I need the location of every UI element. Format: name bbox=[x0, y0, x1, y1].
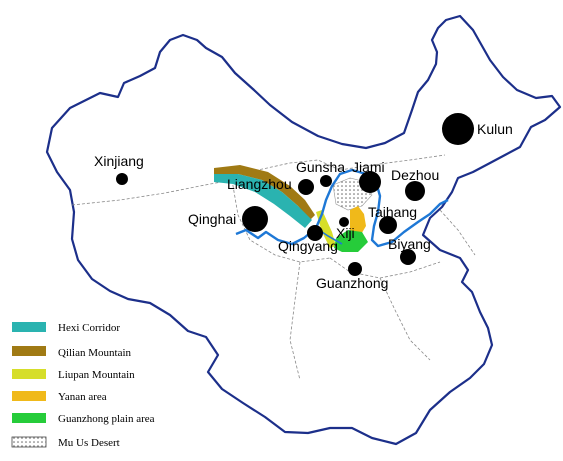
city-dot-kulun bbox=[442, 113, 474, 145]
city-dot-guanzhong bbox=[348, 262, 362, 276]
legend-label-yanan-area: Yanan area bbox=[58, 391, 107, 403]
internal-boundary bbox=[231, 179, 331, 263]
city-label-xinjiang: Xinjiang bbox=[94, 153, 144, 169]
legend-swatch-hexi-corridor bbox=[12, 322, 46, 332]
internal-boundary bbox=[439, 209, 476, 256]
city-dot-liangzhou bbox=[298, 179, 314, 195]
city-markers bbox=[116, 113, 474, 276]
yanan-area-region bbox=[350, 206, 366, 236]
legend-label-mu-us-desert: Mu Us Desert bbox=[58, 437, 120, 449]
city-label-gunsha: Gunsha bbox=[296, 159, 345, 175]
country-outline bbox=[45, 14, 562, 446]
qilian-mountain-region bbox=[214, 165, 315, 220]
city-dot-jiami bbox=[359, 171, 381, 193]
hexi-corridor-region bbox=[214, 174, 312, 228]
city-label-liangzhou: Liangzhou bbox=[227, 176, 292, 192]
legend-swatch-qilian-mountain bbox=[12, 346, 46, 356]
city-dot-qingyang bbox=[307, 225, 323, 241]
yellow-river bbox=[235, 168, 449, 248]
city-label-qinghai: Qinghai bbox=[188, 211, 236, 227]
city-dot-xiji bbox=[339, 217, 349, 227]
internal-boundary bbox=[231, 159, 341, 181]
legend-swatch-mu-us-desert bbox=[11, 436, 47, 448]
legend-swatch-yanan-area bbox=[12, 391, 46, 401]
city-label-qingyang: Qingyang bbox=[278, 238, 338, 254]
legend-label-hexi-corridor: Hexi Corridor bbox=[58, 322, 120, 334]
city-dot-xinjiang bbox=[116, 173, 128, 185]
internal-boundary bbox=[71, 179, 233, 206]
city-dot-gunsha bbox=[320, 175, 332, 187]
city-dot-qinghai bbox=[242, 206, 268, 232]
legend-swatch-liupan-mountain bbox=[12, 369, 46, 379]
city-label-xiji: Xiji bbox=[336, 225, 355, 241]
internal-boundary bbox=[289, 261, 301, 381]
city-label-biyang: Biyang bbox=[388, 236, 431, 252]
internal-boundary bbox=[339, 154, 446, 171]
city-label-jiami: Jiami bbox=[352, 159, 385, 175]
city-dot-dezhou bbox=[405, 181, 425, 201]
guanzhong-plain-region bbox=[334, 230, 368, 252]
city-label-kulun: Kulun bbox=[477, 121, 513, 137]
city-dot-biyang bbox=[400, 249, 416, 265]
legend-swatch-guanzhong-plain bbox=[12, 413, 46, 423]
legend: Hexi Corridor Qilian Mountain Liupan Mou… bbox=[11, 322, 155, 449]
city-label-taihang: Taihang bbox=[368, 204, 417, 220]
city-label-guanzhong: Guanzhong bbox=[316, 275, 388, 291]
legend-label-qilian-mountain: Qilian Mountain bbox=[58, 347, 132, 359]
city-dot-taihang bbox=[379, 216, 397, 234]
legend-label-liupan-mountain: Liupan Mountain bbox=[58, 369, 135, 381]
internal-boundary bbox=[379, 277, 431, 361]
city-labels: Kulun Xinjiang Gunsha Jiami Liangzhou De… bbox=[94, 121, 513, 291]
city-label-dezhou: Dezhou bbox=[391, 167, 439, 183]
legend-label-guanzhong-plain: Guanzhong plain area bbox=[58, 413, 155, 425]
